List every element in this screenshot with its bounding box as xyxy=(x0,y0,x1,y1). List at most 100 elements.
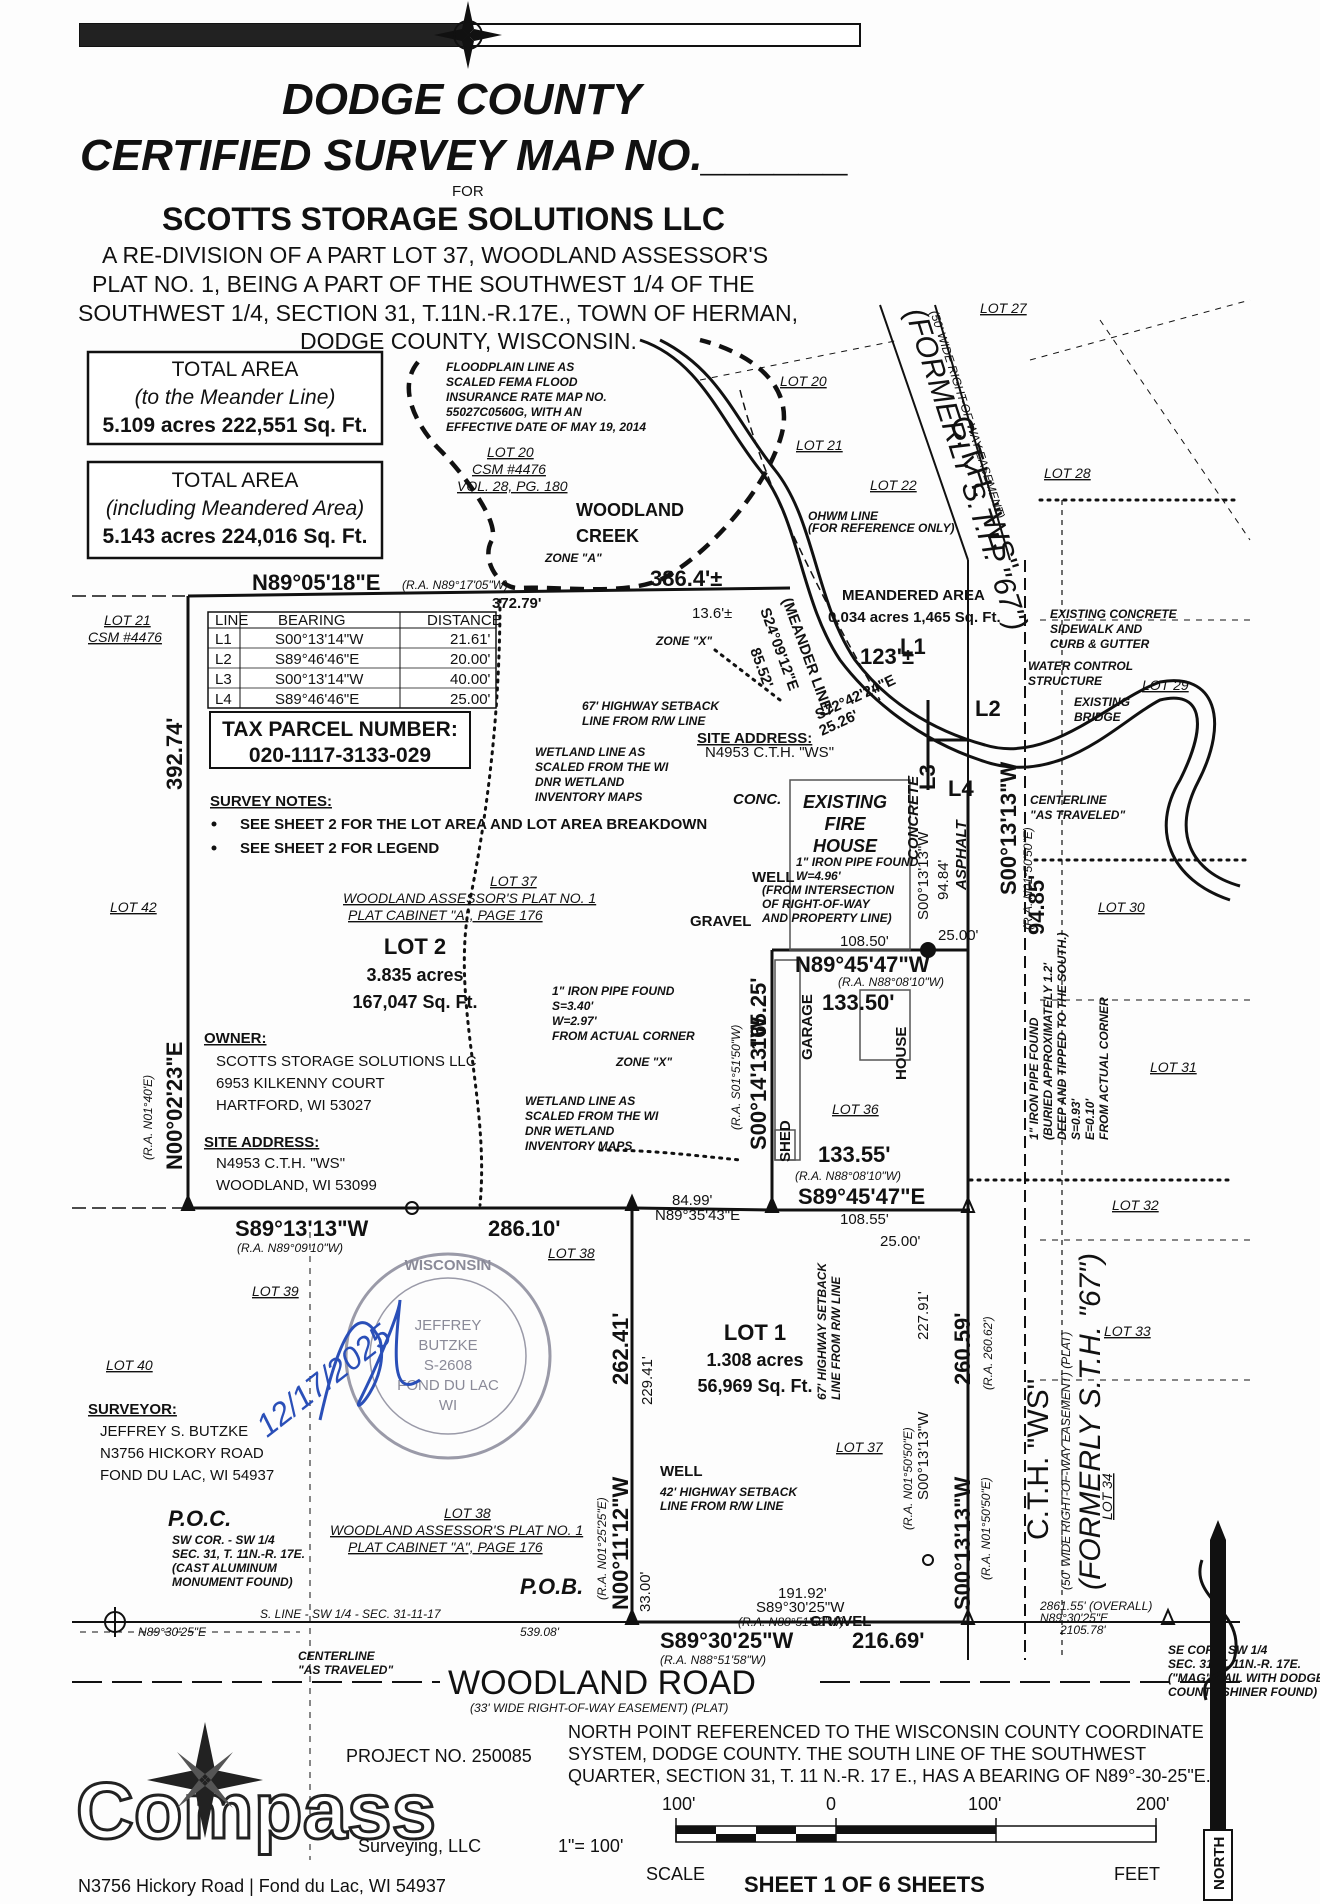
svg-text:("MAG" NAIL WITH DODGE: ("MAG" NAIL WITH DODGE xyxy=(1168,1671,1320,1685)
svg-text:OHWM LINE: OHWM LINE xyxy=(808,509,879,523)
svg-text:LOT 22: LOT 22 xyxy=(870,477,917,493)
svg-text:FLOODPLAIN LINE AS: FLOODPLAIN LINE AS xyxy=(446,360,574,374)
svg-text:E=0.10': E=0.10' xyxy=(1083,1098,1097,1140)
svg-text:NORTH POINT REFERENCED TO THE: NORTH POINT REFERENCED TO THE WISCONSIN … xyxy=(568,1722,1204,1742)
svg-text:LOT 39: LOT 39 xyxy=(252,1283,299,1299)
svg-text:S00°13'13"W: S00°13'13"W xyxy=(915,1411,932,1500)
svg-text:S89°30'25"W: S89°30'25"W xyxy=(660,1628,794,1653)
svg-text:(R.A. N88°08'10"W): (R.A. N88°08'10"W) xyxy=(795,1169,901,1183)
svg-text:Surveying, LLC: Surveying, LLC xyxy=(358,1836,481,1856)
svg-text:(R.A. N01°50'50"E): (R.A. N01°50'50"E) xyxy=(901,1427,915,1530)
svg-text:S-2608: S-2608 xyxy=(424,1357,472,1374)
svg-text:LOT 34: LOT 34 xyxy=(1099,1473,1115,1520)
lot-labels: LOT 27 LOT 20 LOT 21 LOT 22 LOT 28 LOT 2… xyxy=(88,300,1197,1520)
svg-text:(R.A. N01°50'50"E): (R.A. N01°50'50"E) xyxy=(1021,827,1035,930)
svg-text:HOUSE: HOUSE xyxy=(813,836,878,856)
svg-text:(R.A. N01°25'25"E): (R.A. N01°25'25"E) xyxy=(595,1497,609,1600)
svg-text:SURVEY NOTES:: SURVEY NOTES: xyxy=(210,793,332,810)
svg-text:C.T.H. "WS": C.T.H. "WS" xyxy=(1022,1379,1055,1540)
svg-text:(FORMERLY S.T.H. "67"): (FORMERLY S.T.H. "67") xyxy=(898,304,1034,635)
svg-text:COUNTY SHINER FOUND): COUNTY SHINER FOUND) xyxy=(1168,1685,1317,1699)
svg-text:DNR WETLAND: DNR WETLAND xyxy=(525,1124,615,1138)
svg-text:165.25': 165.25' xyxy=(746,977,771,1050)
svg-text:133.55': 133.55' xyxy=(818,1142,891,1167)
svg-text:LOT 29: LOT 29 xyxy=(1142,677,1189,693)
svg-text:CSM #4476: CSM #4476 xyxy=(88,629,162,645)
svg-text:EXISTING CONCRETE: EXISTING CONCRETE xyxy=(1050,607,1178,621)
desc-line-3: SOUTHWEST 1/4, SECTION 31, T.11N.-R.17E.… xyxy=(78,300,798,326)
svg-text:5.109 acres 222,551 Sq. Ft.: 5.109 acres 222,551 Sq. Ft. xyxy=(102,414,367,437)
woodland-creek xyxy=(639,338,1241,902)
svg-text:SCALED FROM THE WI: SCALED FROM THE WI xyxy=(525,1109,659,1123)
svg-text:WOODLAND ASSESSOR'S PLAT NO. 1: WOODLAND ASSESSOR'S PLAT NO. 1 xyxy=(330,1522,583,1538)
svg-text:1.308 acres: 1.308 acres xyxy=(706,1350,803,1370)
svg-text:WISCONSIN: WISCONSIN xyxy=(405,1257,492,1274)
svg-text:WETLAND LINE AS: WETLAND LINE AS xyxy=(535,745,645,759)
svg-text:S00°13'13"W: S00°13'13"W xyxy=(996,761,1021,895)
svg-text:SITE ADDRESS:: SITE ADDRESS: xyxy=(697,730,812,747)
svg-text:94.84': 94.84' xyxy=(935,859,952,900)
svg-text:539.08': 539.08' xyxy=(520,1625,560,1639)
scale-bar: 100' 0 100' 200' SCALE FEET xyxy=(646,1794,1169,1884)
svg-text:SITE ADDRESS:: SITE ADDRESS: xyxy=(204,1134,319,1151)
svg-text:LINE FROM R/W LINE: LINE FROM R/W LINE xyxy=(829,1276,843,1400)
svg-text:BRIDGE: BRIDGE xyxy=(1074,710,1122,724)
svg-text:260.59': 260.59' xyxy=(950,1312,975,1385)
svg-text:"AS TRAVELED": "AS TRAVELED" xyxy=(1030,808,1125,822)
svg-text:N4953 C.T.H. "WS": N4953 C.T.H. "WS" xyxy=(216,1155,345,1172)
svg-text:167,047 Sq. Ft.: 167,047 Sq. Ft. xyxy=(352,992,477,1012)
svg-text:(R.A. N88°51'58"W): (R.A. N88°51'58"W) xyxy=(660,1653,766,1667)
north-arrow-icon xyxy=(434,1,502,69)
line-table-header-distance: DISTANCE xyxy=(427,612,502,629)
svg-text:216.69': 216.69' xyxy=(852,1628,925,1653)
svg-text:JEFFREY: JEFFREY xyxy=(415,1317,482,1334)
svg-text:DNR WETLAND: DNR WETLAND xyxy=(535,775,625,789)
svg-text:N00°02'23"E: N00°02'23"E xyxy=(162,1042,187,1170)
title-for: FOR xyxy=(452,183,484,200)
svg-text:2861.55' (OVERALL): 2861.55' (OVERALL) xyxy=(1039,1599,1152,1613)
svg-text:ZONE "A": ZONE "A" xyxy=(544,551,602,565)
svg-text:L2: L2 xyxy=(975,696,1001,721)
svg-text:LOT 1: LOT 1 xyxy=(724,1320,786,1345)
svg-text:FIRE: FIRE xyxy=(824,814,866,834)
line-table-cell: L4 xyxy=(215,691,232,708)
svg-text:1" IRON PIPE FOUND: 1" IRON PIPE FOUND xyxy=(796,855,919,869)
svg-text:133.50': 133.50' xyxy=(822,990,895,1015)
svg-text:LOT 42: LOT 42 xyxy=(110,899,157,915)
svg-text:LOT 28: LOT 28 xyxy=(1044,465,1091,481)
svg-text:262.41': 262.41' xyxy=(608,1312,633,1385)
svg-text:S89°13'13"W: S89°13'13"W xyxy=(235,1216,369,1241)
svg-text:386.4'±: 386.4'± xyxy=(650,566,722,591)
svg-text:(33' WIDE RIGHT-OF-WAY EASEMEN: (33' WIDE RIGHT-OF-WAY EASEMENT) (PLAT) xyxy=(470,1701,728,1715)
svg-text:020-1117-3133-029: 020-1117-3133-029 xyxy=(249,744,431,767)
svg-text:200': 200' xyxy=(1136,1794,1169,1814)
svg-text:HARTFORD, WI 53027: HARTFORD, WI 53027 xyxy=(216,1097,372,1114)
svg-text:Compass: Compass xyxy=(76,1766,436,1855)
svg-text:W=2.97': W=2.97' xyxy=(552,1014,598,1028)
svg-text:(R.A. N88°51'58"W): (R.A. N88°51'58"W) xyxy=(738,1615,844,1629)
svg-text:LOT 38: LOT 38 xyxy=(444,1505,491,1521)
svg-text:(R.A. 260.62'): (R.A. 260.62') xyxy=(981,1316,995,1390)
svg-text:N89°35'43"E: N89°35'43"E xyxy=(655,1207,740,1224)
svg-text:ZONE "X": ZONE "X" xyxy=(615,1055,672,1069)
svg-text:DEEP AND TIPPED TO THE SOUTH.): DEEP AND TIPPED TO THE SOUTH.) xyxy=(1055,932,1069,1140)
svg-text:229.41': 229.41' xyxy=(639,1356,656,1405)
line-table-cell: L3 xyxy=(215,671,232,688)
svg-text:(FORMERLY S.T.H. "67"): (FORMERLY S.T.H. "67") xyxy=(1074,1253,1107,1590)
svg-text:INVENTORY MAPS: INVENTORY MAPS xyxy=(525,1139,632,1153)
svg-text:25.00': 25.00' xyxy=(938,927,979,944)
svg-text:N89°30'25"E: N89°30'25"E xyxy=(1040,1611,1109,1625)
svg-text:LOT 30: LOT 30 xyxy=(1098,899,1145,915)
svg-text:N4953 C.T.H. "WS": N4953 C.T.H. "WS" xyxy=(705,744,834,761)
woodland-road xyxy=(72,1621,1240,1683)
svg-text:S89°45'47"E: S89°45'47"E xyxy=(798,1184,925,1209)
lot-2-label: LOT 2 3.835 acres 167,047 Sq. Ft. xyxy=(352,934,477,1012)
svg-text:N89°30'25"E: N89°30'25"E xyxy=(138,1625,207,1639)
line-table-header-bearing: BEARING xyxy=(278,612,346,629)
svg-text:(R.A. N88°08'10"W): (R.A. N88°08'10"W) xyxy=(838,975,944,989)
svg-text:WETLAND LINE AS: WETLAND LINE AS xyxy=(525,1094,635,1108)
svg-text:JEFFREY S. BUTZKE: JEFFREY S. BUTZKE xyxy=(100,1423,248,1440)
tax-parcel-box: TAX PARCEL NUMBER: 020-1117-3133-029 xyxy=(209,711,471,769)
svg-text:S89°30'25"W: S89°30'25"W xyxy=(756,1599,845,1616)
svg-text:SW COR. - SW 1/4: SW COR. - SW 1/4 xyxy=(172,1533,275,1547)
